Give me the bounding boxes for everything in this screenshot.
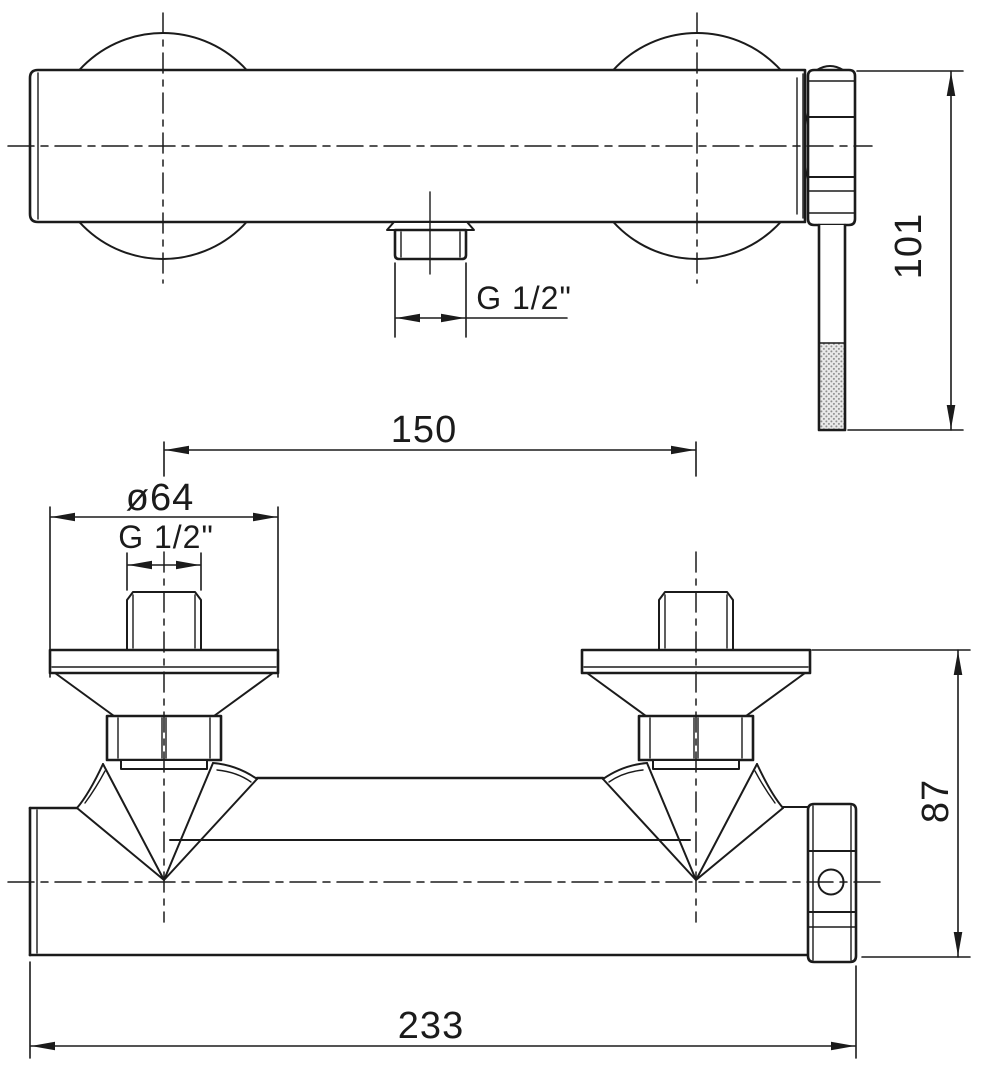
top-view: G 1/2" 101 <box>7 12 964 432</box>
inlet-spacing-dimension: 150 <box>163 409 697 477</box>
right-body-cone <box>602 762 784 881</box>
handle-depth-dimension: 101 <box>847 70 964 431</box>
right-hex-nut <box>637 714 755 762</box>
right-end-cap <box>806 802 858 964</box>
overall-width-dimension: 233 <box>29 961 857 1059</box>
body-height-dimension: 87 <box>811 649 971 958</box>
outlet-thread-dimension: G 1/2" <box>394 262 572 338</box>
handle-dome <box>816 65 844 71</box>
knurled-grip <box>820 343 844 429</box>
handle-assembly <box>796 65 857 432</box>
shower-outlet-nipple <box>386 191 475 275</box>
inlet-thread-dimension-label: G 1/2" <box>118 519 214 555</box>
inlet-spacing-dimension-label: 150 <box>391 409 457 451</box>
left-hex-nut <box>105 714 223 762</box>
left-body-cone <box>76 762 258 881</box>
body-height-dimension-label: 87 <box>915 779 957 823</box>
handle-depth-dimension-label: 101 <box>888 213 930 279</box>
handle-cap <box>806 68 857 227</box>
overall-width-dimension-label: 233 <box>398 1005 464 1047</box>
flange-diameter-dimension: ø64 <box>49 477 279 678</box>
front-view: 150 ø64 G 1/2" 87 <box>7 409 971 1059</box>
outlet-thread-dimension-label: G 1/2" <box>476 280 572 316</box>
inlet-thread-dimension: G 1/2" <box>118 519 214 591</box>
flange-diameter-dimension-label: ø64 <box>126 477 194 519</box>
